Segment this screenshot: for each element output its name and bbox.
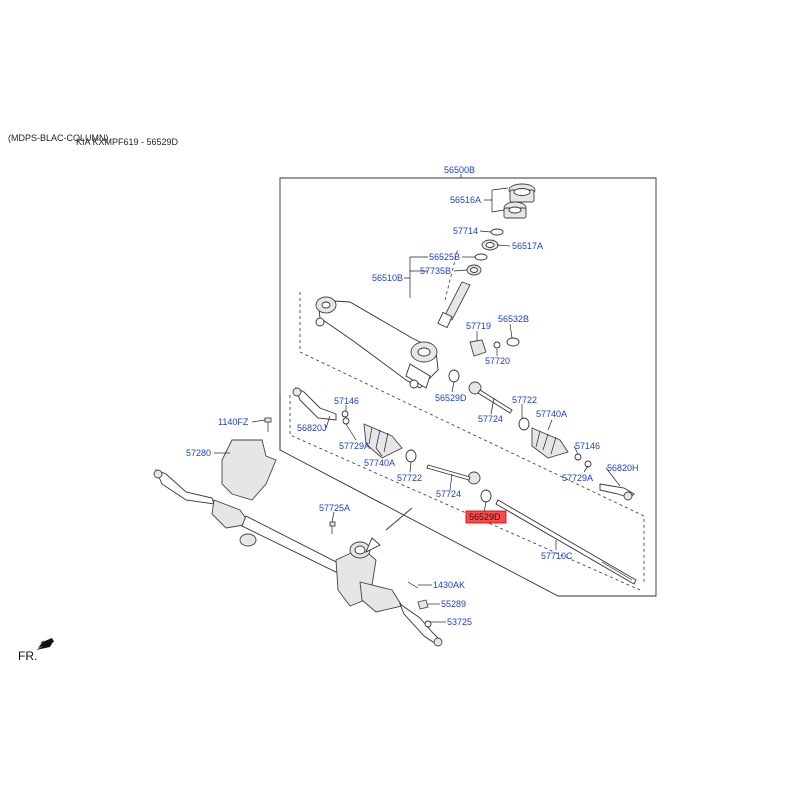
callout-57725A[interactable]: 57725A — [319, 503, 350, 513]
callout-57146-left[interactable]: 57146 — [334, 396, 359, 406]
assembly-frame — [279, 177, 657, 597]
callout-57735B[interactable]: 57735B — [420, 266, 451, 276]
callout-1430AK[interactable]: 1430AK — [433, 580, 465, 590]
callout-57740A-right[interactable]: 57740A — [536, 409, 567, 419]
callout-57740A-left[interactable]: 57740A — [364, 458, 395, 468]
callout-57146-right[interactable]: 57146 — [575, 441, 600, 451]
part-reference-label: KIA KXMPF619 - 56529D — [76, 137, 179, 147]
callout-56500B[interactable]: 56500B — [444, 165, 475, 175]
inner-tie-rods — [426, 381, 513, 485]
callout-56516A[interactable]: 56516A — [450, 195, 481, 205]
assembled-steering-gear — [153, 469, 443, 647]
bellows-boots — [363, 423, 569, 459]
callout-57724-right[interactable]: 57724 — [478, 414, 503, 424]
callout-57720[interactable]: 57720 — [485, 356, 510, 366]
small-fasteners — [329, 521, 432, 628]
upper-bearing-stack — [466, 183, 536, 276]
callout-53725[interactable]: 53725 — [447, 617, 472, 627]
selected-part-highlight — [465, 510, 507, 524]
pinion-shaft — [437, 281, 471, 329]
callout-56820J[interactable]: 56820J — [297, 423, 327, 433]
front-direction-arrow — [36, 638, 54, 650]
model-label: (MDPS-BLAC-COLUMN) — [8, 133, 109, 143]
callout-56529D-upper[interactable]: 56529D — [435, 393, 467, 403]
part-callouts: 56500B 56516A 57714 56517A 56525B 57735B… — [186, 165, 639, 627]
callout-56510B[interactable]: 56510B — [372, 273, 403, 283]
callout-57719[interactable]: 57719 — [466, 321, 491, 331]
callout-57710C[interactable]: 57710C — [541, 551, 573, 561]
callout-56532B[interactable]: 56532B — [498, 314, 529, 324]
callout-57724-left[interactable]: 57724 — [436, 489, 461, 499]
gear-housing — [315, 296, 439, 389]
callout-56517A[interactable]: 56517A — [512, 241, 543, 251]
leader-lines — [214, 174, 621, 623]
heat-protector — [221, 439, 277, 501]
callout-1140FZ[interactable]: 1140FZ — [218, 417, 249, 427]
callout-57722-right[interactable]: 57722 — [512, 395, 537, 405]
yoke-parts — [469, 337, 520, 357]
callout-57729A-right[interactable]: 57729A — [562, 473, 593, 483]
callout-57729A-left[interactable]: 57729A — [339, 441, 370, 451]
callout-57714[interactable]: 57714 — [453, 226, 478, 236]
o-rings — [405, 369, 530, 503]
callout-57280[interactable]: 57280 — [186, 448, 211, 458]
rack-bar — [495, 499, 637, 585]
outer-tie-rod-ends — [292, 387, 635, 501]
callout-56529D-highlighted[interactable]: 56529D — [469, 512, 501, 522]
callout-55289[interactable]: 55289 — [441, 599, 466, 609]
guide-lines — [289, 247, 645, 591]
front-direction-label: FR. — [18, 649, 37, 663]
callout-57722-left[interactable]: 57722 — [397, 473, 422, 483]
mounting-bolt — [264, 417, 272, 432]
callout-56820H[interactable]: 56820H — [607, 463, 639, 473]
callout-56525B[interactable]: 56525B — [429, 252, 460, 262]
